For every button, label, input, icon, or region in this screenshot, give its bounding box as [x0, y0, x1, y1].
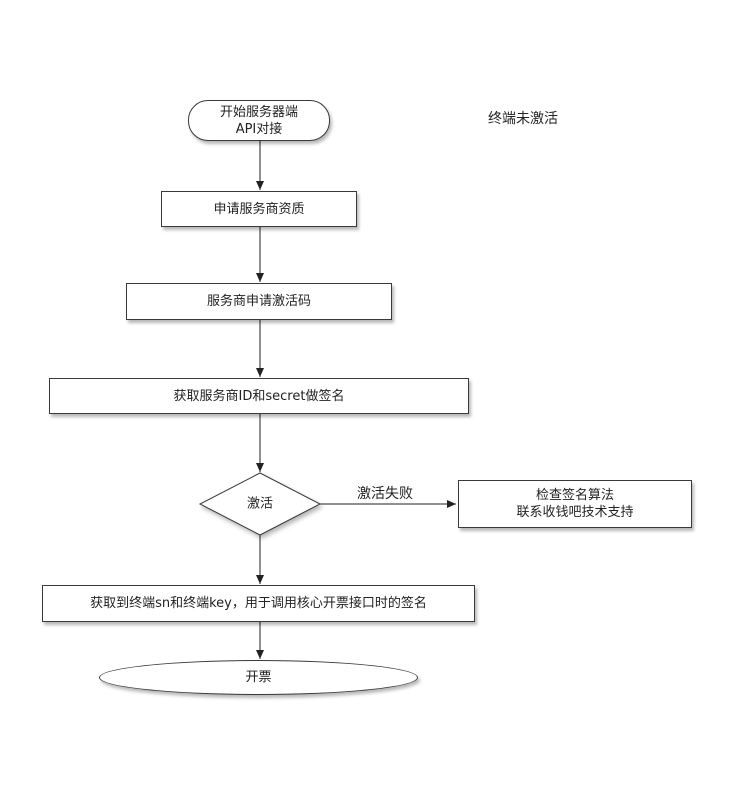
- step-get-sn-key: 获取到终端sn和终端key，用于调用核心开票接口时的签名: [42, 585, 475, 622]
- step-get-sn-key-label: 获取到终端sn和终端key，用于调用核心开票接口时的签名: [90, 596, 427, 611]
- end-node-label: 开票: [245, 670, 272, 685]
- fail-check-box-line2: 联系收钱吧技术支持: [516, 505, 634, 520]
- fail-check-box: 检查签名算法 联系收钱吧技术支持: [458, 480, 692, 528]
- decision-diamond: [198, 472, 322, 536]
- start-node: 开始服务器端 API对接: [188, 100, 330, 141]
- step-request-activation-code: 服务商申请激活码: [126, 283, 392, 320]
- fail-check-box-line1: 检查签名算法: [535, 488, 614, 503]
- step-apply-qualification-label: 申请服务商资质: [213, 201, 305, 217]
- decision-label: 激活: [246, 496, 274, 512]
- fail-edge-label: 激活失败: [357, 486, 413, 502]
- start-node-line1: 开始服务器端: [219, 104, 298, 120]
- step-get-id-secret-sign-label: 获取服务商ID和secret做签名: [173, 388, 345, 404]
- side-note-label: 终端未激活: [488, 111, 558, 127]
- step-request-activation-code-label: 服务商申请激活码: [206, 294, 311, 309]
- step-apply-qualification: 申请服务商资质: [161, 191, 357, 227]
- end-node: 开票: [99, 660, 418, 695]
- step-get-id-secret-sign: 获取服务商ID和secret做签名: [49, 378, 469, 414]
- start-node-line2: API对接: [235, 121, 283, 137]
